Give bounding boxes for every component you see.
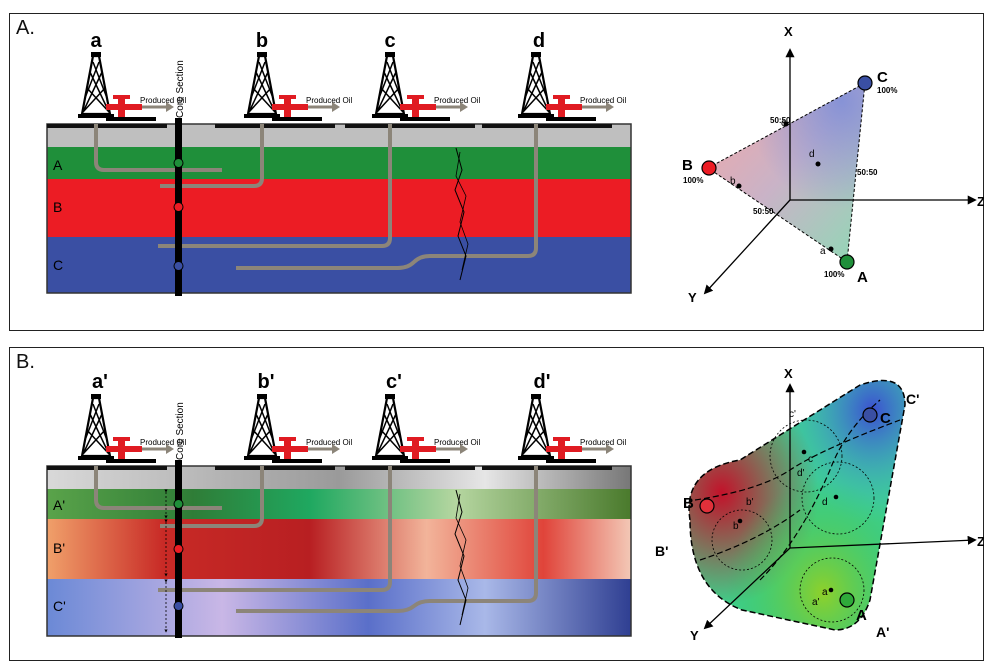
derricks-a — [76, 50, 616, 123]
well-label: d' — [534, 371, 551, 393]
axis-label: Z — [977, 534, 984, 549]
layer-b-prime-band — [47, 519, 631, 579]
vertex-label: C — [877, 69, 888, 86]
ternary-plot-a — [701, 48, 977, 295]
ternary-annotations-a: 100% 100% 100% 50:50 50:50 50:50 — [683, 86, 897, 279]
cross-section-a — [46, 118, 632, 296]
ternary-point-labels-b: a b c d a' b' c' d' — [733, 409, 828, 608]
layer-label: A — [53, 157, 63, 173]
layer-label: B' — [53, 540, 65, 556]
well-label: a — [90, 30, 102, 52]
vertex-label: C — [880, 410, 891, 427]
point-label: b — [733, 521, 739, 532]
axis-label: X — [784, 366, 793, 381]
point-label: d — [809, 149, 815, 160]
layer-label: B — [53, 199, 62, 215]
panel-label: B. — [16, 351, 35, 373]
produced-oil-label: Produced Oil — [580, 96, 626, 105]
ternary-vertex-labels-b: A B C — [683, 410, 891, 624]
ternary-axis-labels-b: X Y Z — [690, 366, 984, 643]
axis-label: Y — [690, 628, 699, 643]
point-label: a' — [812, 597, 820, 608]
layer-label: A' — [53, 497, 65, 513]
produced-oil-label: Produced Oil — [140, 96, 186, 105]
axis-label: Z — [977, 194, 984, 209]
percent-label: 100% — [683, 176, 703, 185]
well-label: d — [533, 30, 545, 52]
ternary-vertex-labels-a: A B C — [682, 69, 888, 286]
layer-labels-a: A B C — [53, 157, 63, 273]
ternary-axis-labels-a: X Y Z — [688, 24, 984, 305]
produced-oil-label: Produced Oil — [580, 438, 626, 447]
point-label: c — [808, 454, 813, 465]
vertex-label: B — [682, 157, 693, 174]
vertex-label: B — [683, 495, 694, 512]
point-label: c' — [789, 409, 796, 420]
well-label: c — [384, 30, 395, 52]
cross-section-b — [46, 460, 632, 638]
point-label: b' — [746, 497, 754, 508]
ratio-label: 50:50 — [770, 116, 791, 125]
ternary-plot-b — [688, 379, 977, 631]
well-label: c' — [386, 371, 402, 393]
produced-oil-label: Produced Oil — [140, 438, 186, 447]
point-label: c — [781, 118, 786, 129]
axis-label: Y — [688, 290, 697, 305]
ternary-point-labels-a: a b c d — [730, 118, 826, 257]
layer-label: C' — [53, 598, 66, 614]
produced-oil-label: Produced Oil — [306, 96, 352, 105]
ratio-label: 50:50 — [857, 168, 878, 177]
produced-oil-label: Produced Oil — [306, 438, 352, 447]
fault-line — [454, 147, 467, 281]
core-section-label: Core Section — [175, 60, 186, 118]
core-section-label: Core Section — [175, 402, 186, 460]
percent-label: 100% — [877, 86, 897, 95]
panel-label: A. — [16, 17, 35, 39]
vertex-label: A — [857, 269, 868, 286]
point-label: d' — [797, 468, 805, 479]
derricks-b — [76, 392, 616, 465]
region-label: B' — [655, 543, 668, 559]
region-label: C' — [906, 391, 919, 407]
vertex-label: A — [856, 607, 867, 624]
layer-a-prime-band — [47, 489, 631, 519]
well-label: b' — [258, 371, 275, 393]
layer-b-band — [47, 179, 631, 237]
point-label: d — [822, 497, 828, 508]
point-label: a — [820, 246, 826, 257]
well-pipes — [94, 466, 538, 613]
fault-line — [454, 489, 467, 626]
region-label: A' — [876, 624, 889, 640]
layer-label: C — [53, 257, 63, 273]
layer-labels-b: A' B' C' — [53, 497, 66, 614]
produced-oil-labels-a: Produced Oil Produced Oil Produced Oil P… — [140, 96, 626, 105]
well-label: b — [256, 30, 268, 52]
point-label: b — [730, 176, 736, 187]
layer-a-band — [47, 147, 631, 179]
produced-oil-label: Produced Oil — [434, 96, 480, 105]
percent-label: 100% — [824, 270, 844, 279]
point-label: a — [822, 587, 828, 598]
produced-oil-labels-b: Produced Oil Produced Oil Produced Oil P… — [140, 438, 626, 447]
well-labels-b: a' b' c' d' — [92, 371, 550, 393]
ternary-region-labels-b: A' B' C' — [655, 391, 919, 640]
well-label: a' — [92, 371, 108, 393]
layer-c-prime-band — [47, 579, 631, 636]
well-pipes — [94, 124, 538, 270]
well-labels-a: a b c d — [90, 30, 545, 52]
ratio-label: 50:50 — [753, 207, 774, 216]
axis-label: X — [784, 24, 793, 39]
produced-oil-label: Produced Oil — [434, 438, 480, 447]
